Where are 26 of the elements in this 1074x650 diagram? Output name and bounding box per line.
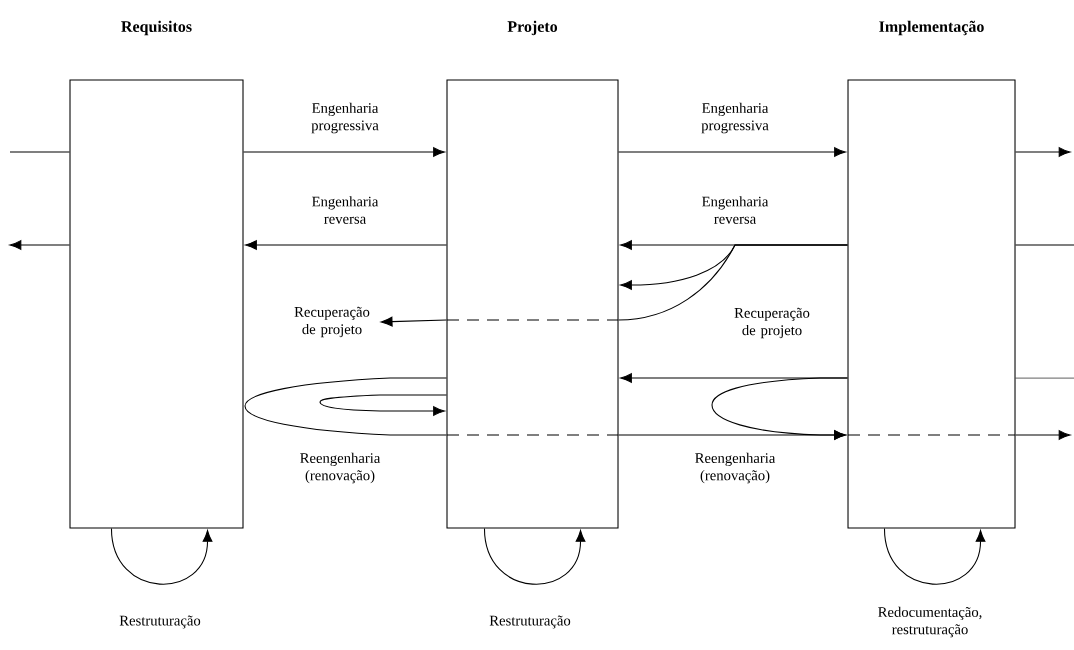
arrow bbox=[618, 430, 846, 440]
edge-label: Engenharia progressiva bbox=[701, 102, 769, 134]
arrow bbox=[243, 147, 445, 157]
arrow bbox=[319, 394, 447, 416]
edge-label: Engenharia progressiva bbox=[311, 102, 379, 134]
edge-label: Restruturação bbox=[489, 615, 571, 629]
edge-label: Reengenharia (renovação) bbox=[695, 452, 776, 484]
process-label: Recuperação de projeto bbox=[294, 306, 370, 338]
arrow bbox=[110, 528, 213, 585]
edge-label: Restruturação bbox=[119, 615, 201, 629]
edge-label: Redocumentação, restruturação bbox=[878, 606, 982, 638]
arrow bbox=[9, 240, 70, 250]
edge-label: Engenharia reversa bbox=[312, 196, 379, 224]
arrow bbox=[883, 528, 986, 585]
arrow bbox=[1015, 430, 1071, 440]
stage-title: Implementação bbox=[879, 20, 984, 36]
arrow bbox=[380, 316, 447, 327]
stage-title: Requisitos bbox=[121, 20, 192, 36]
edge-label: Recuperação de projeto bbox=[734, 307, 810, 339]
arrow bbox=[618, 147, 846, 157]
stage-title: Projeto bbox=[507, 20, 558, 36]
edge-label: Engenharia reversa bbox=[702, 196, 769, 224]
arrow bbox=[1015, 147, 1071, 157]
arrow bbox=[245, 240, 447, 250]
arrow bbox=[483, 528, 586, 585]
edge-label: Reengenharia (renovação) bbox=[300, 452, 381, 484]
